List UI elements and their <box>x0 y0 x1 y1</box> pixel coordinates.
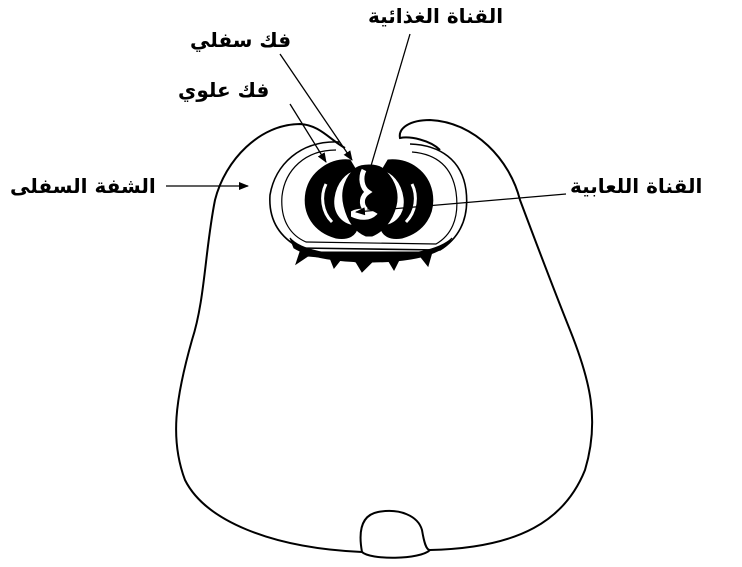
bottom-lobe <box>361 511 430 552</box>
base-teeth <box>296 252 432 272</box>
upper-jaw-label: فك علوي <box>178 78 269 102</box>
food-canal-label: القناة الغذائية <box>368 4 503 28</box>
lower-lip-label: الشفة السفلى <box>10 174 156 198</box>
food-canal-leader <box>368 34 410 176</box>
lower-jaw-label: فك سفلي <box>190 28 291 52</box>
salivary-canal-label: القناة اللعابية <box>570 174 702 198</box>
